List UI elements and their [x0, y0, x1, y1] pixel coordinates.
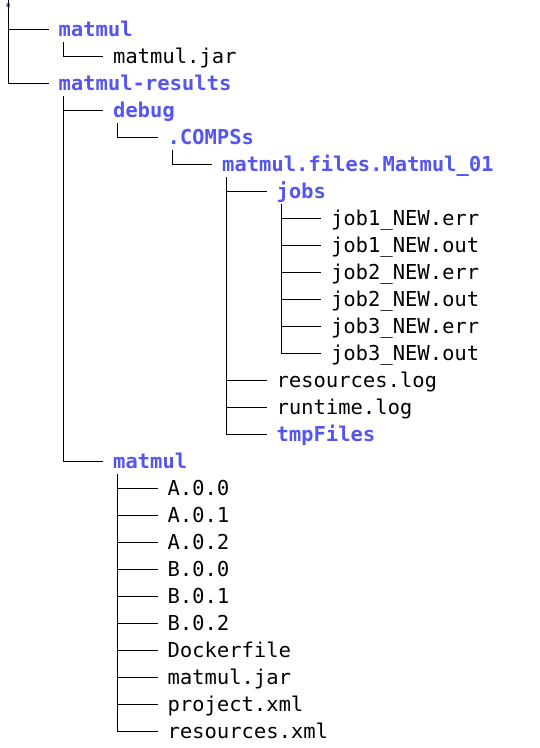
- tree-branch-connector: [280, 272, 321, 273]
- file-name: runtime.log: [276, 394, 413, 419]
- tree-file-item[interactable]: resources.xml: [168, 718, 328, 745]
- tree-branch-connector: [8, 83, 49, 84]
- tree-branch-connector: [117, 650, 158, 651]
- tree-branch-connector: [117, 515, 158, 516]
- tree-branch-connector: [280, 353, 321, 354]
- tree-branch-connector: [226, 407, 267, 408]
- tree-branch-connector: [117, 596, 158, 597]
- tree-file-item[interactable]: matmul.jar: [168, 664, 291, 691]
- tree-trunk-line: [62, 42, 64, 56]
- folder-name: matmul: [58, 16, 133, 41]
- tree-branch-connector: [226, 191, 267, 192]
- tree-trunk-line: [280, 204, 282, 353]
- tree-folder-item[interactable]: matmul: [59, 16, 133, 43]
- tree-branch-connector: [117, 488, 158, 489]
- tree-file-item[interactable]: project.xml: [168, 691, 304, 718]
- file-name: job3_NEW.err: [331, 313, 480, 338]
- file-name: A.0.1: [167, 502, 230, 527]
- tree-branch-connector: [117, 704, 158, 705]
- file-name: job2_NEW.out: [331, 286, 480, 311]
- tree-branch-connector: [280, 245, 321, 246]
- tree-file-item[interactable]: resources.log: [277, 367, 437, 394]
- tree-branch-connector: [117, 677, 158, 678]
- folder-name: matmul-results: [58, 70, 232, 95]
- tree-file-item[interactable]: A.0.2: [168, 529, 230, 556]
- tree-file-item[interactable]: matmul.jar: [113, 43, 236, 70]
- tree-trunk-line: [117, 474, 118, 731]
- folder-name: matmul: [113, 448, 188, 473]
- tree-folder-item[interactable]: matmul-results: [59, 70, 232, 97]
- tree-file-item[interactable]: A.0.0: [168, 475, 230, 502]
- file-name: B.0.1: [167, 583, 230, 608]
- file-name: B.0.0: [167, 556, 230, 581]
- tree-branch-connector: [117, 731, 158, 732]
- tree-file-item[interactable]: Dockerfile: [168, 637, 291, 664]
- file-name: Dockerfile: [167, 637, 291, 662]
- tree-branch-connector: [117, 137, 158, 138]
- tree-branch-connector: [280, 299, 321, 300]
- tree-branch-connector: [226, 380, 267, 381]
- tree-folder-item[interactable]: matmul: [113, 448, 187, 475]
- tree-branch-connector: [280, 326, 321, 327]
- folder-name: jobs: [276, 178, 326, 203]
- tree-folder-item[interactable]: jobs: [277, 178, 326, 205]
- file-name: job1_NEW.out: [331, 232, 480, 257]
- tree-branch-connector: [62, 461, 103, 462]
- tree-file-item[interactable]: B.0.2: [168, 610, 230, 637]
- tree-file-item[interactable]: job2_NEW.err: [331, 259, 479, 286]
- tree-branch-connector: [117, 569, 158, 570]
- file-name: matmul.jar: [167, 664, 291, 689]
- folder-name: .COMPSs: [167, 124, 254, 149]
- file-name: job1_NEW.err: [331, 205, 480, 230]
- tree-branch-connector: [117, 623, 158, 624]
- tree-file-item[interactable]: job3_NEW.err: [331, 313, 479, 340]
- file-name: B.0.2: [167, 610, 230, 635]
- file-name: resources.log: [276, 367, 437, 392]
- file-name: resources.xml: [167, 718, 328, 743]
- tree-trunk-line: [62, 96, 64, 461]
- file-name: A.0.0: [167, 475, 230, 500]
- tree-trunk-line: [226, 177, 227, 434]
- tree-file-item[interactable]: job1_NEW.out: [331, 232, 479, 259]
- file-name: job3_NEW.out: [331, 340, 480, 365]
- tree-folder-item[interactable]: tmpFiles: [277, 421, 376, 448]
- tree-trunk-line: [117, 123, 118, 137]
- tree-branch-connector: [117, 542, 158, 543]
- tree-trunk-line: [8, 0, 9, 83]
- tree-branch-connector: [8, 29, 49, 30]
- tree-file-item[interactable]: job3_NEW.out: [331, 340, 479, 367]
- tree-file-item[interactable]: B.0.1: [168, 583, 230, 610]
- tree-branch-connector: [62, 56, 103, 57]
- file-name: A.0.2: [167, 529, 230, 554]
- tree-file-item[interactable]: A.0.1: [168, 502, 230, 529]
- folder-name: matmul.files.Matmul_01: [222, 151, 494, 176]
- tree-folder-item[interactable]: debug: [113, 97, 175, 124]
- tree-file-item[interactable]: job2_NEW.out: [331, 286, 479, 313]
- tree-file-item[interactable]: B.0.0: [168, 556, 230, 583]
- tree-branch-connector: [226, 434, 267, 435]
- tree-trunk-line: [171, 150, 173, 164]
- file-name: job2_NEW.err: [331, 259, 480, 284]
- tree-file-item[interactable]: runtime.log: [277, 394, 413, 421]
- tree-branch-connector: [171, 164, 212, 165]
- tree-file-item[interactable]: job1_NEW.err: [331, 205, 479, 232]
- tree-folder-item[interactable]: .COMPSs: [168, 124, 254, 151]
- tree-folder-item[interactable]: matmul.files.Matmul_01: [222, 151, 494, 178]
- tree-branch-connector: [280, 218, 321, 219]
- folder-name: tmpFiles: [276, 421, 376, 446]
- tree-branch-connector: [62, 110, 103, 111]
- file-name: project.xml: [167, 691, 304, 716]
- file-name: matmul.jar: [113, 43, 237, 68]
- folder-name: debug: [113, 97, 175, 122]
